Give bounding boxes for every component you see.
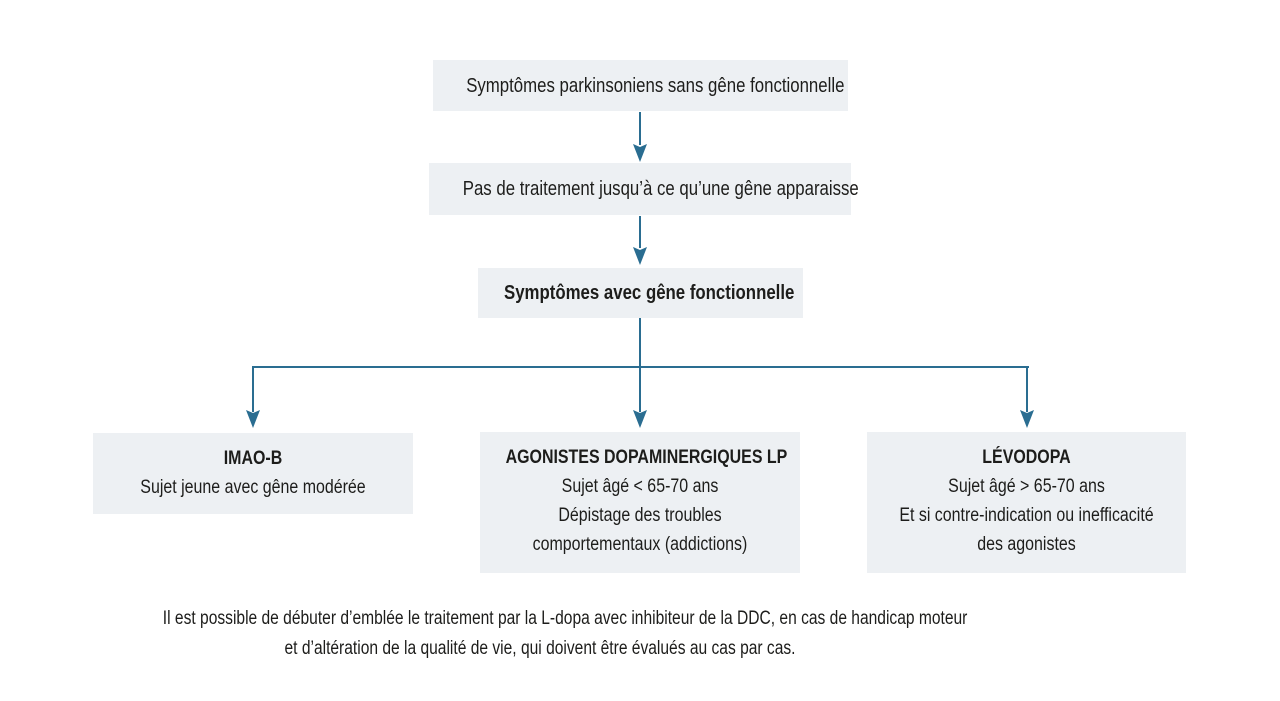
- arrow-line: [252, 366, 254, 412]
- arrow-line: [1026, 366, 1028, 412]
- box-no-treatment-until-impairment: Pas de traitement jusqu’à ce qu’une gêne…: [429, 163, 859, 215]
- box-levodopa-line: des agonistes: [977, 534, 1076, 555]
- arrow-down-icon: [246, 410, 260, 428]
- box-dopamine-agonists: AGONISTES DOPAMINERGIQUES LP Sujet âgé <…: [480, 432, 800, 573]
- box-dopamine-agonists-line: Dépistage des troubles: [558, 505, 722, 526]
- box-dopamine-agonists-line: Sujet âgé < 65-70 ans: [561, 476, 719, 497]
- footnote-line-1: Il est possible de débuter d’emblée le t…: [162, 608, 968, 629]
- box-no-treatment-until-impairment-label: Pas de traitement jusqu’à ce qu’une gêne…: [462, 178, 859, 200]
- footnote: Il est possible de débuter d’emblée le t…: [80, 604, 1000, 664]
- arrow-down-icon: [633, 247, 647, 265]
- connector-stem-line: [639, 318, 641, 367]
- box-dopamine-agonists-content: AGONISTES DOPAMINERGIQUES LP Sujet âgé <…: [505, 432, 788, 559]
- footnote-line-2: et d’altération de la qualité de vie, qu…: [284, 638, 796, 659]
- box-dopamine-agonists-title: AGONISTES DOPAMINERGIQUES LP: [505, 447, 788, 468]
- box-imao-b: IMAO-B Sujet jeune avec gêne modérée: [93, 433, 413, 514]
- box-symptoms-no-impairment: Symptômes parkinsoniens sans gêne foncti…: [433, 60, 848, 111]
- arrow-down-icon: [633, 144, 647, 162]
- arrow-down-icon: [1020, 410, 1034, 428]
- box-levodopa-content: LÉVODOPA Sujet âgé > 65-70 ans Et si con…: [893, 432, 1161, 559]
- box-levodopa: LÉVODOPA Sujet âgé > 65-70 ans Et si con…: [867, 432, 1186, 573]
- box-symptoms-no-impairment-label: Symptômes parkinsoniens sans gêne foncti…: [466, 74, 845, 97]
- box-dopamine-agonists-line: comportementaux (addictions): [532, 534, 748, 555]
- box-levodopa-line: Sujet âgé > 65-70 ans: [948, 476, 1105, 497]
- arrow-down-icon: [633, 410, 647, 428]
- box-imao-b-content: IMAO-B Sujet jeune avec gêne modérée: [119, 433, 388, 502]
- arrow-line: [639, 366, 641, 412]
- box-imao-b-line: Sujet jeune avec gêne modérée: [140, 477, 366, 498]
- box-imao-b-title: IMAO-B: [223, 448, 283, 469]
- box-symptoms-with-impairment: Symptômes avec gêne fonctionnelle: [478, 268, 803, 318]
- arrow-line: [639, 112, 641, 145]
- box-levodopa-line: Et si contre-indication ou inefficacité: [899, 505, 1154, 526]
- box-levodopa-title: LÉVODOPA: [982, 447, 1071, 468]
- arrow-line: [639, 216, 641, 248]
- box-symptoms-with-impairment-label: Symptômes avec gêne fonctionnelle: [504, 282, 795, 304]
